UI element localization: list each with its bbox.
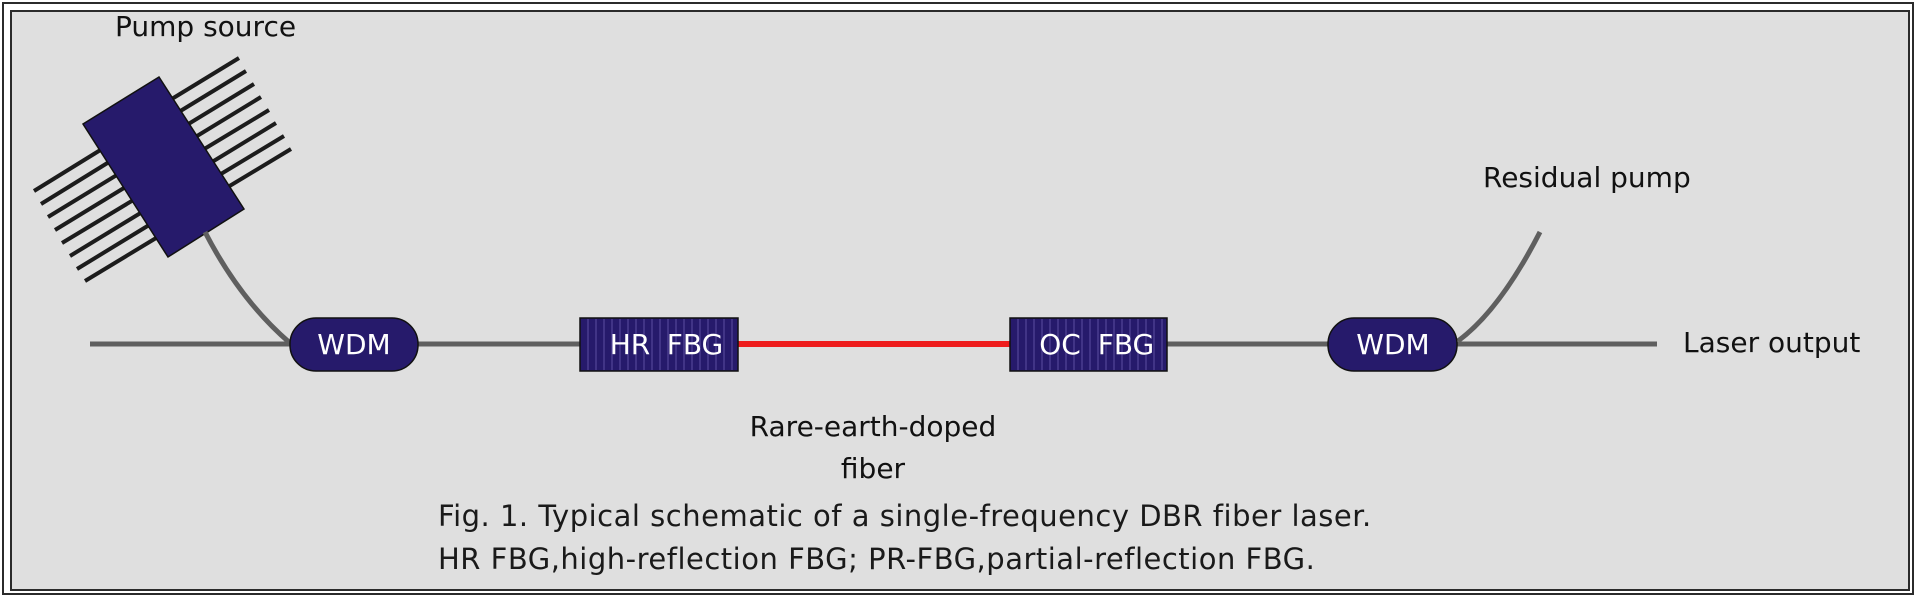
oc-fbg: OC FBG <box>1009 317 1168 372</box>
wdm-left: WDM <box>289 317 419 372</box>
figure-caption-line2: HR FBG,high-reflection FBG; PR-FBG,parti… <box>438 542 1315 576</box>
pump-source-label: Pump source <box>115 10 296 43</box>
diagram-panel <box>10 10 1910 591</box>
doped-fiber-label-line1: Rare-earth-doped <box>750 410 997 443</box>
pump-delivery-fiber <box>202 230 292 345</box>
wdm-right: WDM <box>1327 317 1458 372</box>
oc-fbg-label-fbg: FBG <box>1098 328 1155 361</box>
residual-pump-fiber <box>1456 230 1543 344</box>
wdm-right-label: WDM <box>1356 328 1429 361</box>
pump-source-diode <box>32 56 293 283</box>
oc-fbg-label-oc: OC <box>1039 328 1081 361</box>
figure-caption-line1: Fig. 1. Typical schematic of a single-fr… <box>438 499 1372 533</box>
laser-output-label: Laser output <box>1683 326 1860 359</box>
doped-fiber-label-line2: fiber <box>841 452 906 485</box>
residual-pump-label: Residual pump <box>1483 161 1691 194</box>
hr-fbg-label-hr: HR <box>610 328 651 361</box>
hr-fbg-label-fbg: FBG <box>667 328 724 361</box>
wdm-left-label: WDM <box>317 328 390 361</box>
hr-fbg: HR FBG <box>579 317 739 372</box>
